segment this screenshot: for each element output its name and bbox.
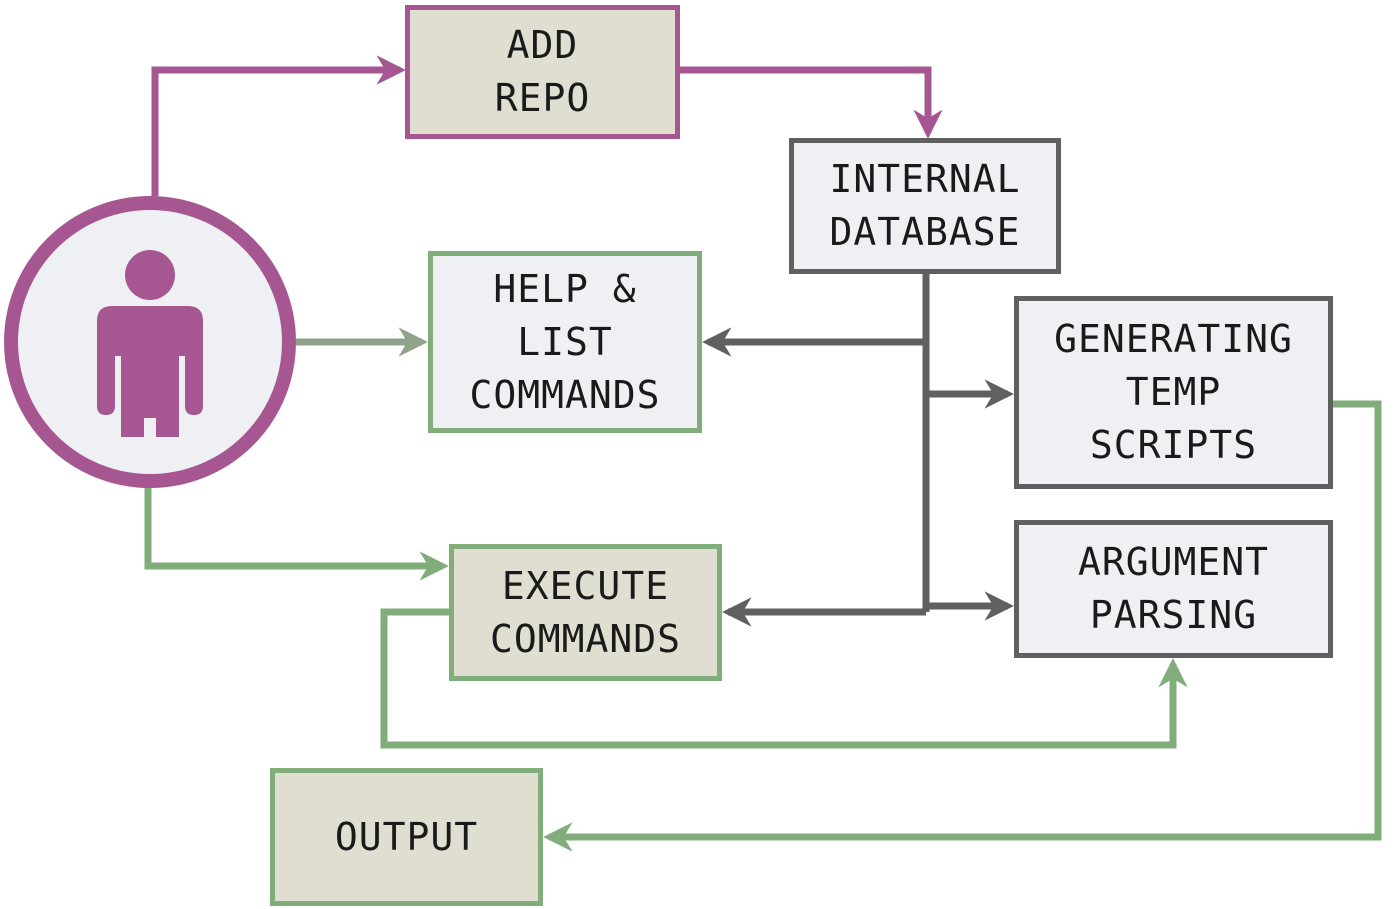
generating-line-2: TEMP	[1125, 370, 1222, 414]
argument-parsing-box: ARGUMENT PARSING	[1014, 520, 1333, 658]
generating-line-1: GENERATING	[1054, 317, 1293, 361]
internal-database-line-1: INTERNAL	[829, 157, 1021, 201]
help-list-line-1: HELP &	[493, 266, 637, 311]
connector-add-repo-to-database	[680, 66, 943, 139]
connector-execute-to-argument	[380, 608, 1188, 749]
output-box: OUTPUT	[270, 768, 543, 906]
connector-generating-to-output	[543, 400, 1382, 852]
execute-commands-box: EXECUTE COMMANDS	[449, 544, 722, 681]
user-actor	[4, 196, 296, 488]
internal-database-line-2: DATABASE	[829, 210, 1021, 254]
generating-temp-scripts-box: GENERATING TEMP SCRIPTS	[1014, 296, 1333, 489]
generating-line-3: SCRIPTS	[1089, 423, 1258, 467]
help-list-commands-box: HELP & LIST COMMANDS	[428, 251, 702, 433]
execute-line-1: EXECUTE	[501, 563, 670, 608]
user-icon	[4, 196, 296, 488]
add-repo-box: ADD REPO	[405, 5, 680, 139]
output-line-1: OUTPUT	[334, 814, 479, 859]
argument-line-1: ARGUMENT	[1077, 540, 1270, 584]
argument-line-2: PARSING	[1089, 593, 1258, 637]
execute-line-2: COMMANDS	[489, 616, 682, 661]
help-list-line-2: LIST	[517, 319, 613, 364]
help-list-line-3: COMMANDS	[469, 372, 661, 417]
add-repo-line-2: REPO	[494, 76, 591, 120]
connector-user-to-add-repo	[151, 55, 406, 196]
connector-user-to-execute	[144, 488, 449, 581]
internal-database-box: INTERNAL DATABASE	[789, 138, 1061, 274]
add-repo-line-1: ADD	[506, 23, 579, 67]
